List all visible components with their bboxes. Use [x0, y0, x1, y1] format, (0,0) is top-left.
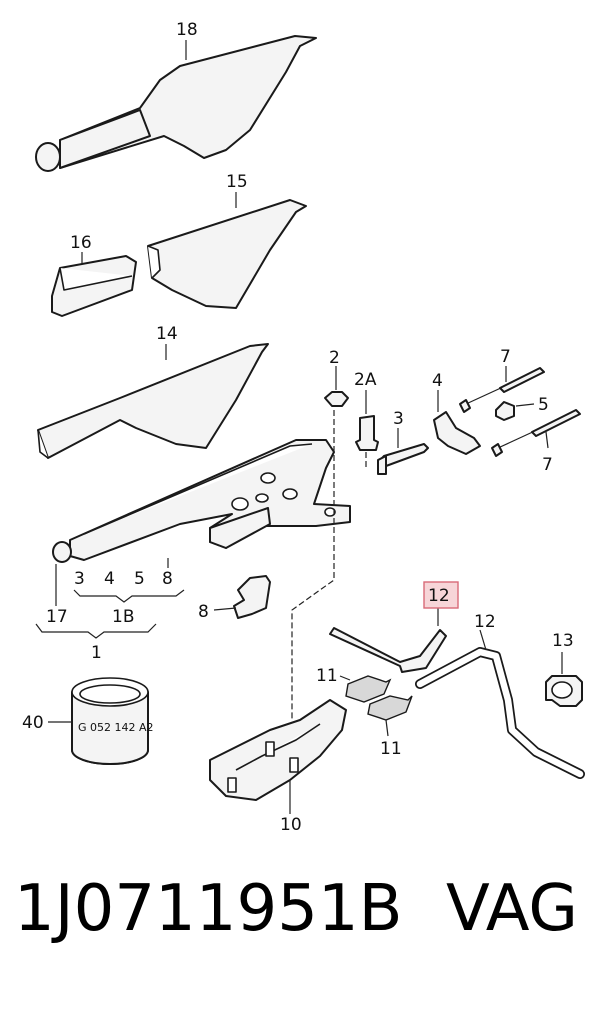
- footer: 1J0711951B VAG: [0, 872, 600, 992]
- part-5-nut: 5: [495, 395, 549, 421]
- label-8: 8: [198, 602, 209, 622]
- label-11a: 11: [316, 666, 338, 686]
- label-13: 13: [552, 631, 574, 651]
- label-7b: 7: [542, 455, 553, 475]
- label-12-highlight: 12: [428, 586, 450, 606]
- sleeve-print: G 052 142 A2: [78, 721, 154, 734]
- part-2a-bolt: 2A: [354, 370, 379, 451]
- part-8-clip: 8: [198, 575, 271, 622]
- part-14-lever-cover: 14: [37, 324, 269, 459]
- label-5: 5: [538, 395, 549, 415]
- part-lever-assembly: [52, 439, 351, 563]
- part-number: 1J0711951B: [14, 872, 403, 946]
- label-1: 1: [91, 643, 102, 663]
- label-10: 10: [280, 815, 302, 835]
- label-4: 4: [432, 371, 443, 391]
- label-4-group: 4: [104, 569, 115, 589]
- label-12: 12: [474, 612, 496, 632]
- label-7a: 7: [500, 347, 511, 367]
- label-2: 2: [329, 348, 340, 368]
- part-12-pipe: 12: [415, 612, 585, 779]
- label-3-group: 3: [74, 569, 85, 589]
- label-2a: 2A: [354, 370, 377, 390]
- part-12-rod: 12: [329, 581, 459, 673]
- parts-exploded-diagram: 18 15 16 14 3 4 5 8: [22, 20, 585, 835]
- label-17: 17: [46, 607, 68, 627]
- label-8-group: 8: [162, 569, 173, 589]
- label-5-group: 5: [134, 569, 145, 589]
- label-16: 16: [70, 233, 92, 253]
- label-40: 40: [22, 713, 44, 733]
- part-40-sleeve: G 052 142 A2 40: [22, 677, 154, 765]
- part-16-cap: 16: [51, 233, 137, 317]
- part-4-bracket: 4: [432, 371, 481, 455]
- part-2-nut: 2: [324, 348, 349, 407]
- label-14: 14: [156, 324, 178, 344]
- part-3-pin: 3: [377, 409, 429, 475]
- group-labels: 3 4 5 8 1B 17 1: [35, 558, 185, 663]
- alignment-line-a: [291, 410, 335, 720]
- label-15: 15: [226, 172, 248, 192]
- label-11b: 11: [380, 739, 402, 759]
- part-15-cover: 15: [147, 172, 307, 309]
- label-1b: 1B: [112, 607, 134, 627]
- part-11-grommets: 11 11: [316, 666, 413, 759]
- part-13-clip: 13: [545, 631, 583, 707]
- brand: VAG: [446, 872, 578, 946]
- highlight-box-12: [423, 581, 459, 609]
- part-10-base-bracket: 10: [209, 699, 347, 835]
- label-18: 18: [176, 20, 198, 40]
- part-18-lever-grip: 18: [35, 20, 317, 172]
- label-3: 3: [393, 409, 404, 429]
- part-7-cables: 7 7: [459, 347, 581, 475]
